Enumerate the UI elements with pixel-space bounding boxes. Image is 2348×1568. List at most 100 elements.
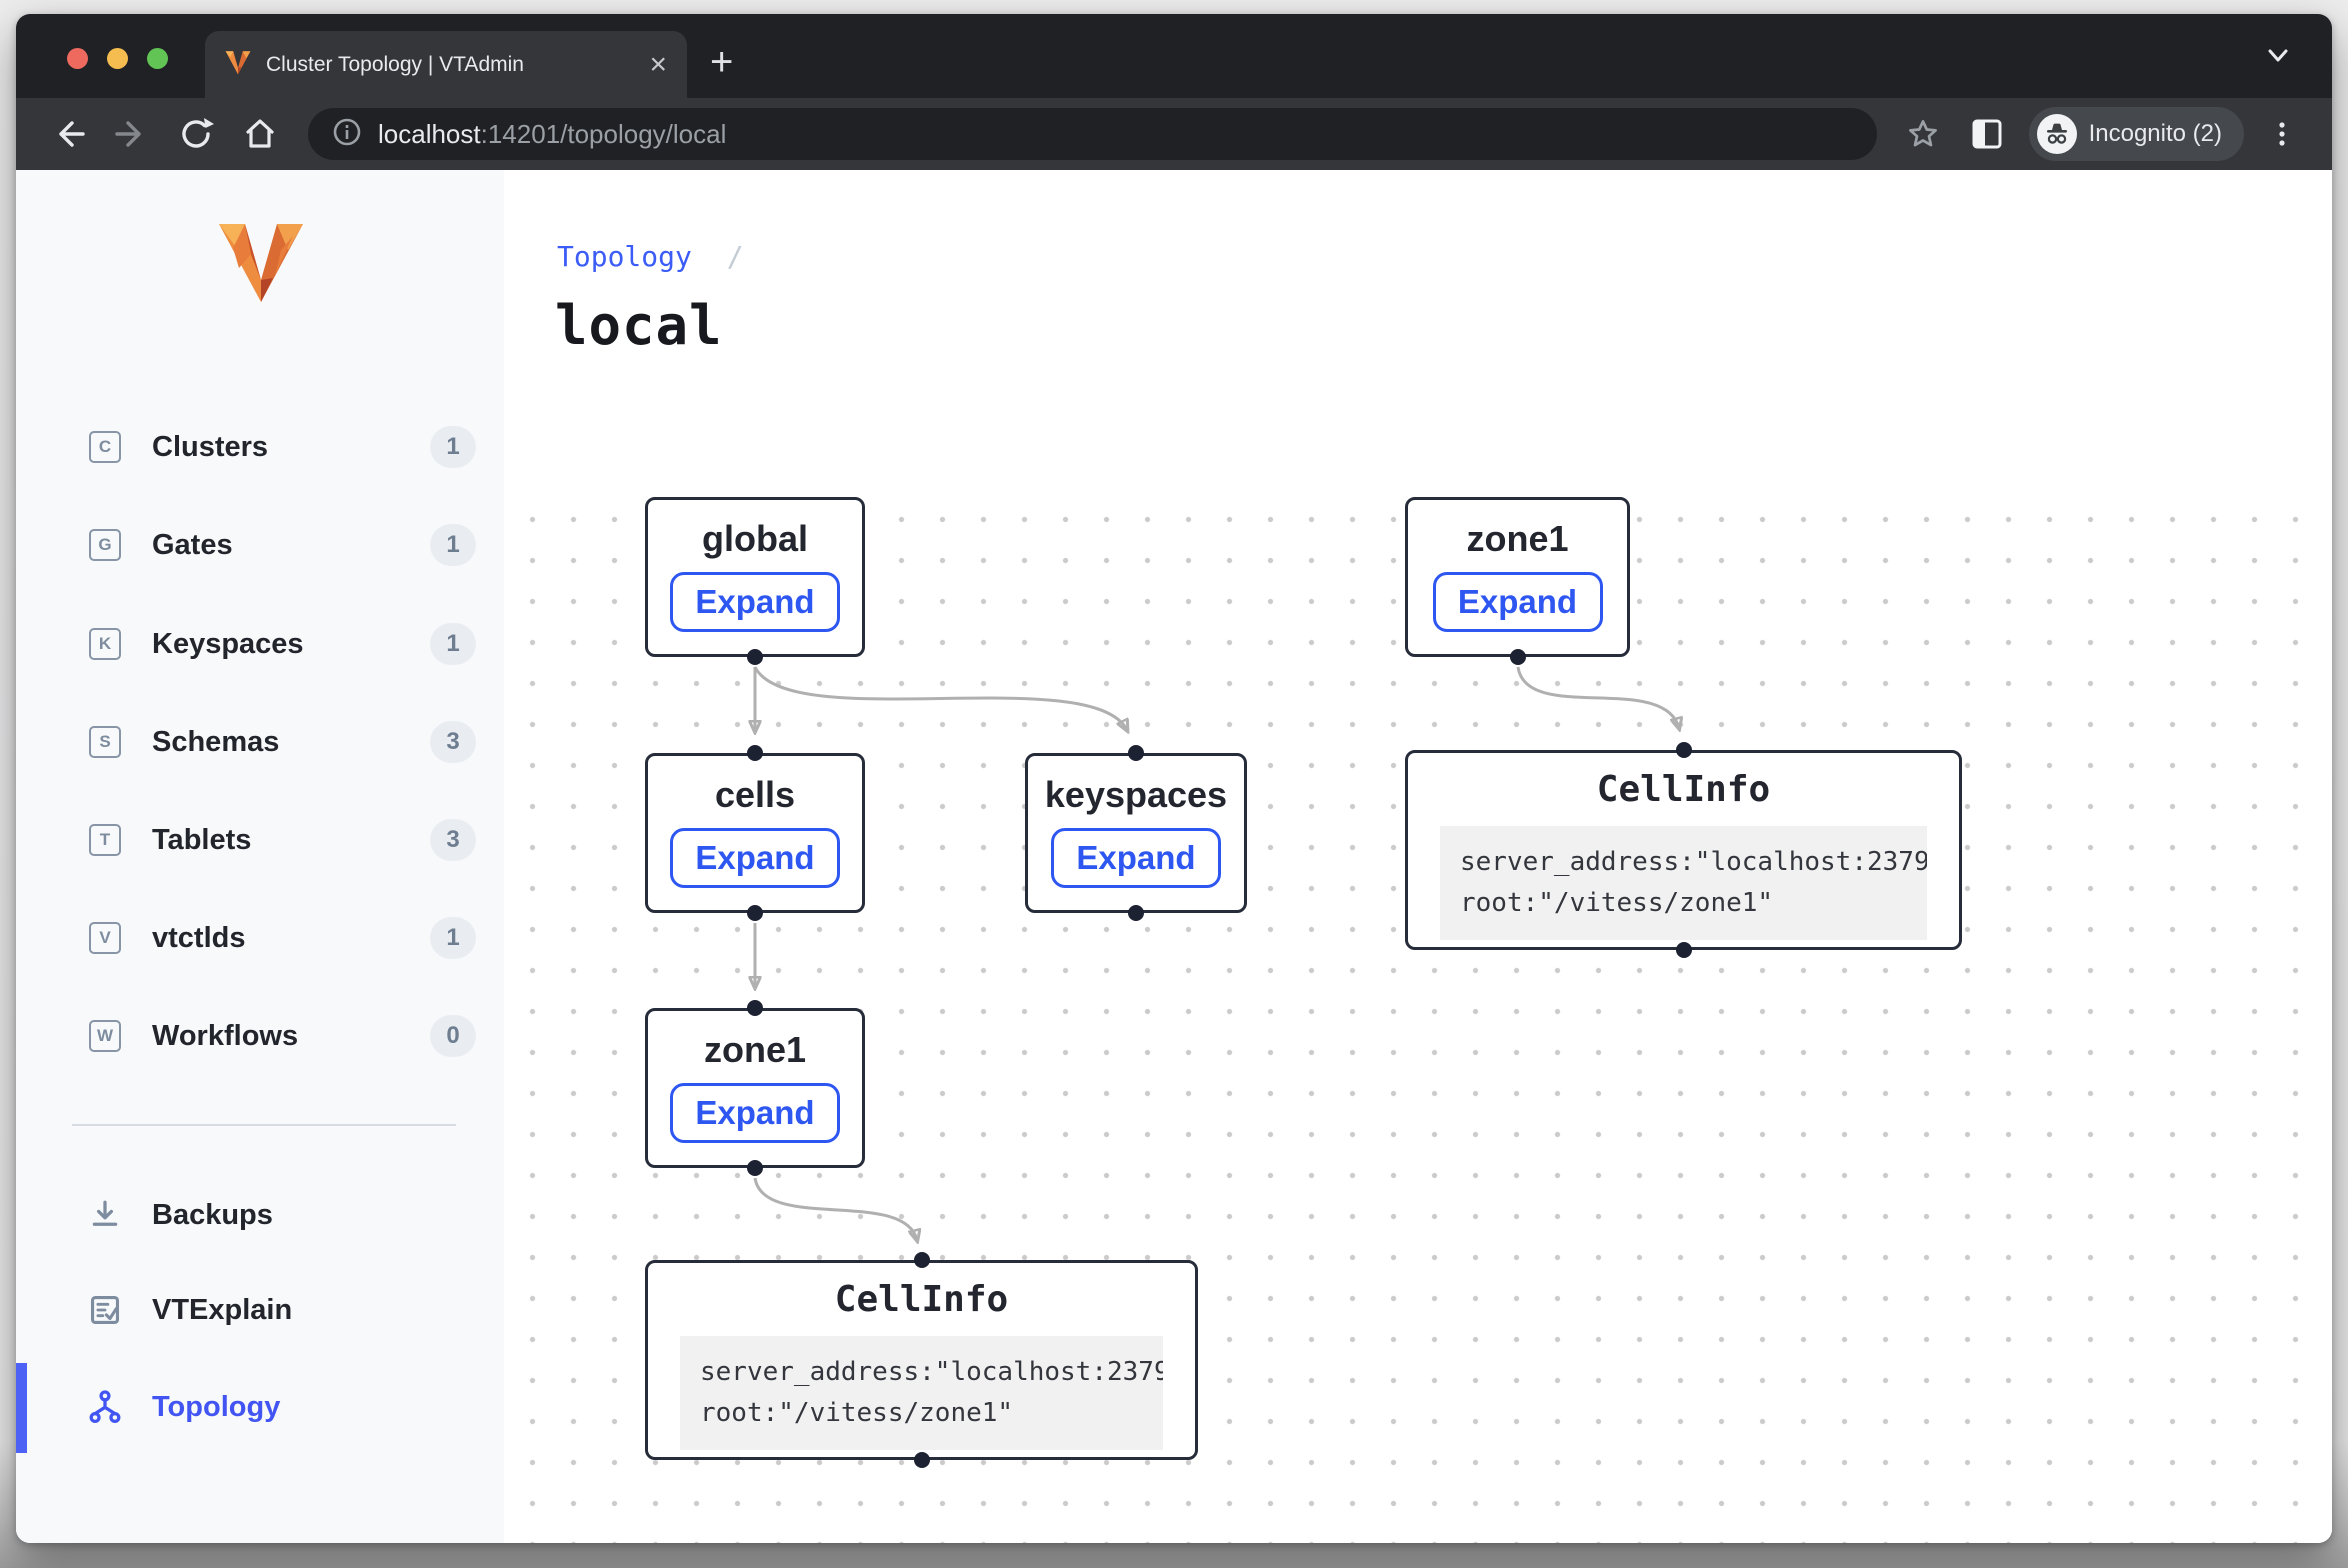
breadcrumb-topology-link[interactable]: Topology	[557, 240, 692, 273]
url-text: localhost:14201/topology/local	[378, 119, 726, 150]
browser-menu-icon[interactable]	[2260, 112, 2304, 156]
url-path: :14201/topology/local	[480, 118, 727, 149]
breadcrumb: Topology /	[557, 240, 744, 273]
back-button[interactable]	[46, 112, 90, 156]
sidebar-item-vtexplain[interactable]: VTExplain	[16, 1279, 504, 1341]
node-global: global Expand	[645, 497, 865, 657]
node-zone1-top: zone1 Expand	[1405, 497, 1630, 657]
forward-button[interactable]	[110, 112, 154, 156]
tab-search-chevron-icon[interactable]	[2264, 46, 2292, 71]
active-nav-indicator	[16, 1363, 27, 1453]
diagram-edges	[504, 666, 2332, 1543]
incognito-badge[interactable]: Incognito (2)	[2028, 107, 2244, 161]
sidebar-item-topology[interactable]: Topology	[16, 1376, 504, 1438]
incognito-icon	[2036, 114, 2077, 154]
node-cellinfo-right: CellInfo server_address:"localhost:2379"…	[1405, 750, 1962, 950]
browser-toolbar: localhost:14201/topology/local Incogn	[16, 98, 2332, 170]
sidebar-item-backups[interactable]: Backups	[16, 1184, 504, 1246]
port-cells-top	[747, 745, 763, 761]
vitess-logo	[217, 220, 305, 309]
sidebar-item-gates[interactable]: G Gates 1	[16, 515, 504, 575]
sidebar-item-vtctlds[interactable]: V vtctlds 1	[16, 908, 504, 968]
cellinfo-right-code: server_address:"localhost:2379" root:"/v…	[1440, 826, 1927, 940]
workflows-count-badge: 0	[430, 1015, 476, 1057]
sidebar-item-clusters[interactable]: C Clusters 1	[16, 417, 504, 477]
port-cellinfo-right-top	[1676, 742, 1692, 758]
node-zone1-child: zone1 Expand	[645, 1008, 865, 1168]
browser-window: Cluster Topology | VTAdmin × +	[16, 14, 2332, 1543]
clusters-icon: C	[89, 431, 121, 463]
port-cells-bottom	[747, 905, 763, 921]
node-keyspaces-title: keyspaces	[1044, 774, 1228, 815]
node-global-expand-button[interactable]: Expand	[670, 572, 840, 632]
zoom-window-button[interactable]	[147, 48, 168, 69]
cellinfo-bottom-line1: server_address:"localhost:2379"	[700, 1357, 1163, 1387]
node-keyspaces-expand-button[interactable]: Expand	[1051, 828, 1221, 888]
edge-zone1-cellinfo	[1516, 666, 1679, 728]
sidebar-divider	[72, 1124, 456, 1126]
port-global-bottom	[747, 649, 763, 665]
site-info-icon[interactable]	[332, 117, 362, 152]
sidebar-item-keyspaces[interactable]: K Keyspaces 1	[16, 614, 504, 674]
port-cellinfo-bottom-top	[914, 1252, 930, 1268]
port-zone1-top-bottom	[1510, 649, 1526, 665]
node-zone1-top-title: zone1	[1466, 518, 1569, 559]
sidebar-item-workflows[interactable]: W Workflows 0	[16, 1006, 504, 1066]
gates-icon: G	[89, 529, 121, 561]
url-host: localhost	[378, 118, 481, 149]
main-panel: Topology / local global Exp	[504, 170, 2332, 1543]
node-zone1-child-expand-button[interactable]: Expand	[670, 1083, 840, 1143]
breadcrumb-separator: /	[726, 240, 744, 273]
node-keyspaces: keyspaces Expand	[1025, 753, 1247, 913]
vtexplain-doc-check-icon	[87, 1292, 123, 1328]
sidebar-item-tablets[interactable]: T Tablets 3	[16, 810, 504, 870]
vtctlds-icon: V	[89, 922, 121, 954]
port-cellinfo-right-bottom	[1676, 942, 1692, 958]
sidebar-item-schemas[interactable]: S Schemas 3	[16, 712, 504, 772]
keyspaces-icon: K	[89, 628, 121, 660]
close-window-button[interactable]	[67, 48, 88, 69]
cellinfo-bottom-line2: root:"/vitess/zone1"	[700, 1398, 1014, 1428]
vtctlds-count-badge: 1	[430, 917, 476, 959]
side-panel-icon[interactable]	[1965, 112, 2009, 156]
port-cellinfo-bottom-bottom	[914, 1452, 930, 1468]
schemas-icon: S	[89, 726, 121, 758]
bookmark-star-icon[interactable]	[1901, 112, 1945, 156]
edge-zone1-cellinfo-bottom	[753, 1177, 917, 1240]
tab-title: Cluster Topology | VTAdmin	[266, 52, 524, 76]
page-content: C Clusters 1 G Gates 1 K Keyspaces 1 S S…	[16, 170, 2332, 1543]
port-keyspaces-bottom	[1128, 905, 1144, 921]
node-cells-title: cells	[714, 774, 796, 815]
cellinfo-right-line1: server_address:"localhost:2379"	[1460, 847, 1927, 877]
keyspaces-count-badge: 1	[430, 623, 476, 665]
backups-download-icon	[87, 1197, 123, 1233]
cellinfo-bottom-code: server_address:"localhost:2379" root:"/v…	[680, 1336, 1163, 1450]
cellinfo-right-line2: root:"/vitess/zone1"	[1460, 888, 1774, 918]
port-zone1-child-top	[747, 1000, 763, 1016]
incognito-label: Incognito (2)	[2088, 120, 2222, 147]
reload-button[interactable]	[174, 112, 218, 156]
port-zone1-child-bottom	[747, 1160, 763, 1176]
node-cells: cells Expand	[645, 753, 865, 913]
sidebar: C Clusters 1 G Gates 1 K Keyspaces 1 S S…	[16, 170, 504, 1543]
browser-tab[interactable]: Cluster Topology | VTAdmin ×	[205, 31, 687, 98]
node-zone1-child-title: zone1	[703, 1029, 807, 1070]
clusters-count-badge: 1	[430, 426, 476, 468]
node-cells-expand-button[interactable]: Expand	[670, 828, 840, 888]
edge-global-keyspaces	[753, 666, 1127, 730]
node-zone1-top-expand-button[interactable]: Expand	[1432, 572, 1603, 632]
vitess-favicon	[225, 50, 251, 80]
tablets-icon: T	[89, 824, 121, 856]
tablets-count-badge: 3	[430, 819, 476, 861]
workflows-icon: W	[89, 1020, 121, 1052]
close-tab-icon[interactable]: ×	[649, 47, 667, 81]
node-cellinfo-bottom-title: CellInfo	[834, 1279, 1009, 1320]
tab-strip: Cluster Topology | VTAdmin × +	[16, 14, 2332, 98]
minimize-window-button[interactable]	[107, 48, 128, 69]
page-title: local	[555, 294, 723, 357]
node-global-title: global	[702, 518, 808, 559]
url-bar[interactable]: localhost:14201/topology/local	[308, 108, 1877, 160]
home-button[interactable]	[238, 112, 282, 156]
schemas-count-badge: 3	[430, 721, 476, 763]
new-tab-button[interactable]: +	[710, 40, 734, 84]
